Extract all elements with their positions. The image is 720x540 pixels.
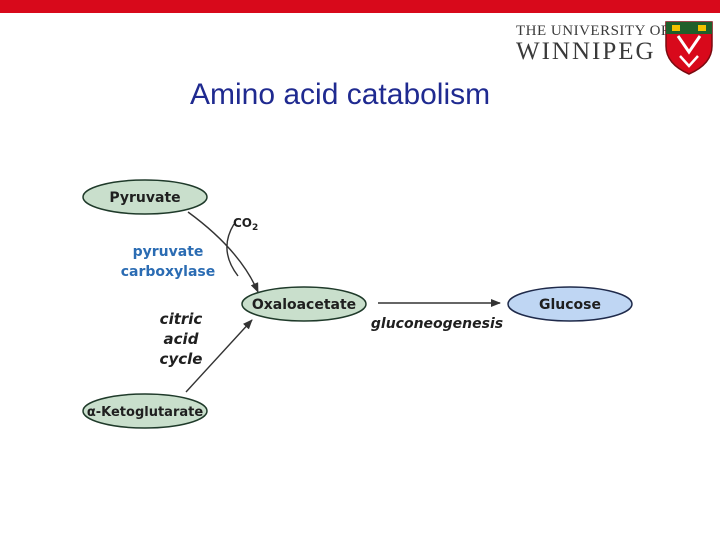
top-accent-bar [0,0,720,13]
co2-label: CO2 [233,216,258,233]
pathway-label: gluconeogenesis [371,316,503,332]
logo-line2: WINNIPEG [516,38,656,65]
slide-title: Amino acid catabolism [190,78,491,111]
enzyme-label-line1: pyruvate [133,244,204,260]
university-crest-icon [665,21,713,75]
node-oxaloacetate-label: Oxaloacetate [252,297,356,313]
arrow-ketoglutarate-to-oxaloacetate [185,319,253,393]
node-alpha-ketoglutarate-label: α-Ketoglutarate [87,405,204,420]
cycle-label-line1: citric [160,310,203,328]
node-glucose: Glucose [507,286,633,322]
arrow-co2-release [226,223,239,277]
university-logo: THE UNIVERSITY OF WINNIPEG [514,20,714,78]
enzyme-label-line2: carboxylase [121,264,216,280]
arrow-pyruvate-to-oxaloacetate [187,211,259,293]
node-alpha-ketoglutarate: α-Ketoglutarate [82,393,208,429]
node-oxaloacetate: Oxaloacetate [241,286,367,322]
node-glucose-label: Glucose [539,297,601,313]
node-pyruvate: Pyruvate [82,179,208,215]
cycle-label-line3: cycle [160,350,203,368]
logo-line1: THE UNIVERSITY OF [516,23,670,39]
node-pyruvate-label: Pyruvate [109,190,180,206]
cycle-label-line2: acid [164,330,199,348]
